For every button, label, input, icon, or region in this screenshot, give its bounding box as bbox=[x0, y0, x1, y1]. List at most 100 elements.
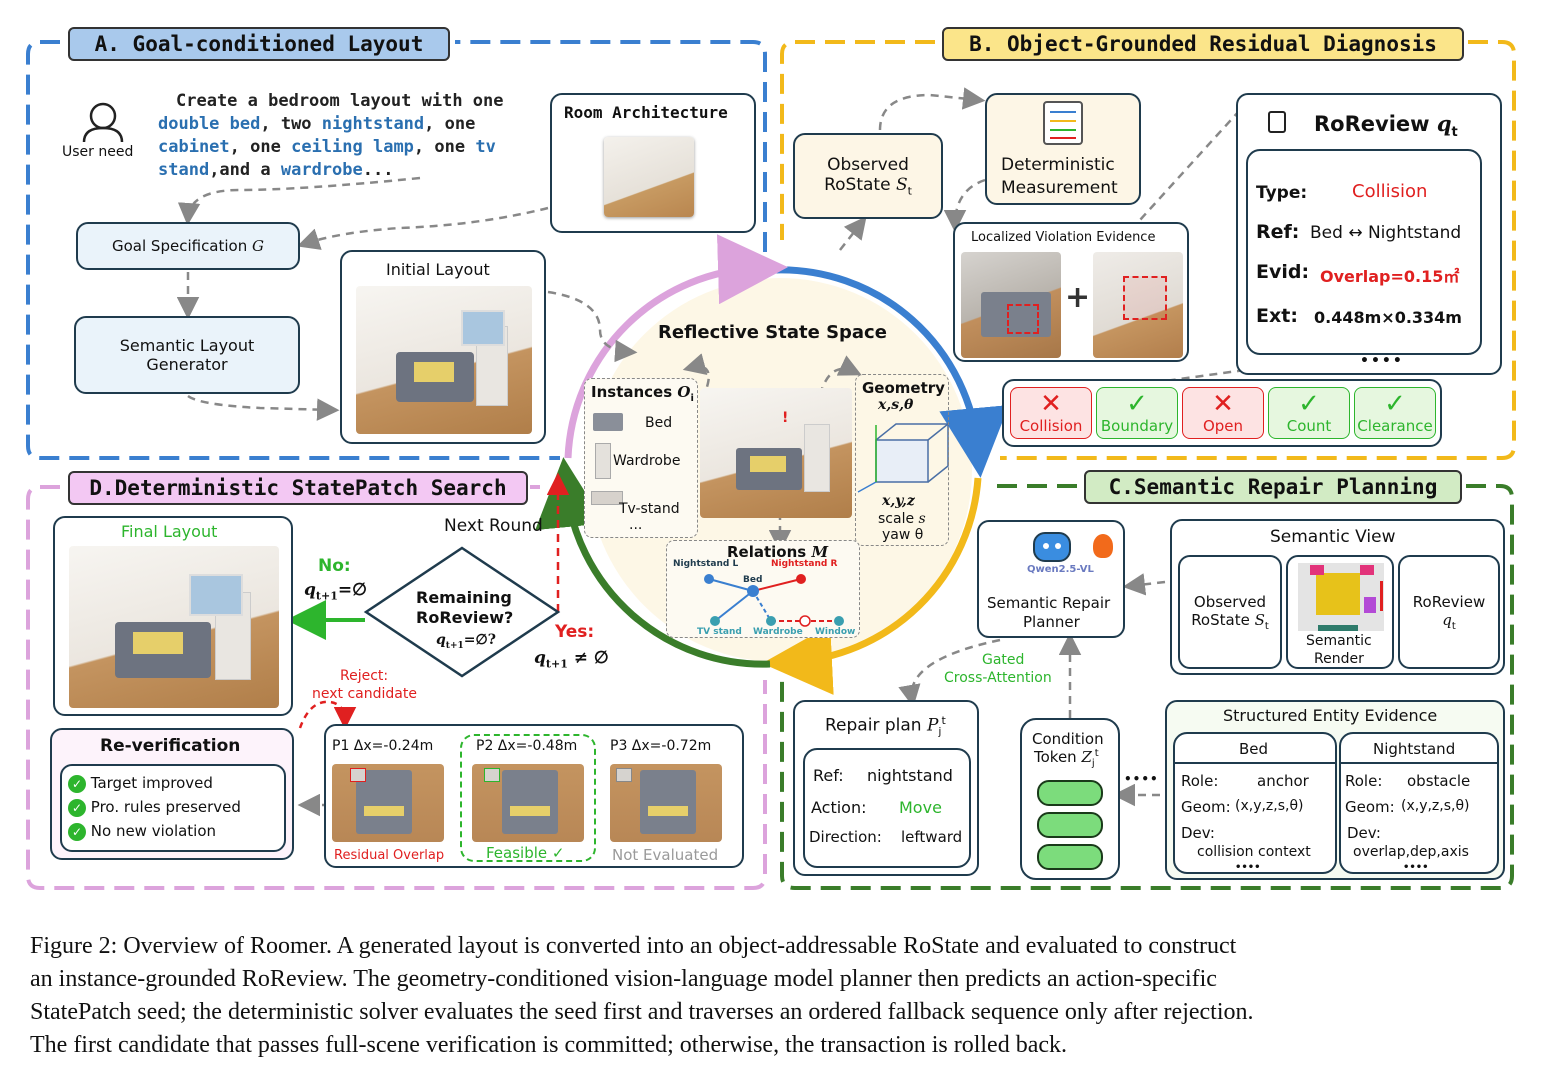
caption-line-1: Figure 2: Overview of Roomer. A generate… bbox=[30, 933, 1237, 959]
sv-observed-line-1: Observed bbox=[1193, 592, 1267, 611]
reverify-check-2: ✓ Pro. rules preserved bbox=[68, 798, 241, 817]
rel-nightstand-r: Nightstand R bbox=[771, 559, 838, 569]
fire-icon bbox=[1093, 534, 1113, 558]
prompt-keyword: double bed bbox=[158, 114, 261, 134]
entity-nightstand-name: Nightstand bbox=[1373, 740, 1456, 758]
remaining-line-2: RoReview? bbox=[416, 608, 514, 627]
check-open-mark: ✕ bbox=[1212, 389, 1234, 419]
no-label: No: bbox=[318, 556, 351, 576]
geometry-scale-text: scale bbox=[878, 511, 915, 527]
prompt-keyword: cabinet bbox=[158, 137, 230, 157]
yes-formula-q: q bbox=[534, 648, 546, 668]
instance-more: ... bbox=[629, 517, 643, 533]
gated-line-1: Gated bbox=[982, 652, 1025, 668]
sv-roreview-symbol-line: qt bbox=[1442, 611, 1456, 632]
prompt-keyword: wardrobe bbox=[280, 160, 363, 180]
instance-bed: Bed bbox=[645, 415, 673, 431]
reverify-check-1: ✓ Target improved bbox=[68, 774, 213, 793]
geometry-xyz: x,y,z bbox=[882, 493, 915, 509]
initial-layout-render bbox=[356, 286, 532, 434]
condition-line-2: Token Zjt bbox=[1034, 748, 1099, 769]
entity-evidence-title: Structured Entity Evidence bbox=[1223, 706, 1438, 725]
final-layout-render bbox=[69, 546, 279, 708]
robot-icon bbox=[1033, 532, 1071, 562]
sv-observed-label: RoState bbox=[1191, 610, 1250, 629]
geometry-vars: x,s,θ bbox=[878, 397, 914, 413]
check-count-label: Count bbox=[1286, 417, 1332, 435]
check-count-mark: ✓ bbox=[1298, 389, 1320, 419]
rel-nightstand-l: Nightstand L bbox=[673, 559, 739, 569]
observed-symbol: S bbox=[895, 174, 908, 195]
entity-bed-dev-label: Dev: bbox=[1181, 824, 1215, 842]
figure-caption: Figure 2: Overview of Roomer. A generate… bbox=[30, 930, 1520, 1062]
geometry-label: Geometry bbox=[862, 379, 945, 397]
geometry-scale-symbol: s bbox=[918, 511, 926, 527]
repair-plan-box: Repair plan Pjt Ref: nightstand Action: … bbox=[793, 700, 979, 876]
state-space-title: Reflective State Space bbox=[658, 322, 887, 343]
entity-bed-card: Bed Role: anchor Geom: (x,y,z,s,θ) Dev: … bbox=[1173, 732, 1337, 874]
instances-label-text: Instances bbox=[591, 383, 673, 401]
remaining-formula-q: q bbox=[436, 632, 446, 648]
remaining-formula-sub: t+1 bbox=[445, 640, 464, 651]
reverification-title: Re-verification bbox=[100, 736, 241, 756]
relations-box: Relations M Nightstand L Bed Nightstand … bbox=[666, 540, 860, 638]
observed-line-1: Observed bbox=[827, 154, 909, 175]
no-formula-sub: t+1 bbox=[315, 589, 338, 603]
check-boundary: ✓Boundary bbox=[1096, 387, 1178, 439]
remaining-formula: qt+1=∅? bbox=[436, 632, 496, 651]
remaining-line-1: Remaining bbox=[416, 588, 512, 607]
violation-evidence-box: Localized Violation Evidence + bbox=[953, 222, 1189, 362]
entity-nightstand-dev: overlap,dep,axis bbox=[1353, 844, 1469, 860]
repair-ref-label: Ref: bbox=[813, 766, 844, 785]
prompt-keyword: nightstand bbox=[321, 114, 425, 134]
check-collision: ✕Collision bbox=[1010, 387, 1092, 439]
sv-render-box: Semantic Render bbox=[1286, 555, 1394, 669]
generator-line-2: Generator bbox=[146, 355, 228, 374]
check-clearance: ✓Clearance bbox=[1354, 387, 1436, 439]
prompt-text: , one bbox=[229, 137, 281, 157]
caption-line-2: an instance-grounded RoReview. The geome… bbox=[30, 966, 1217, 992]
room-architecture-card: Room Architecture bbox=[550, 93, 756, 233]
entity-bed-role-label: Role: bbox=[1181, 772, 1219, 790]
relations-label-text: Relations bbox=[727, 543, 807, 561]
repair-plan-title-text: Repair plan bbox=[825, 715, 922, 736]
entity-nightstand-dev-label: Dev: bbox=[1347, 824, 1381, 842]
reverification-checks: ✓ Target improved ✓ Pro. rules preserved… bbox=[60, 764, 286, 852]
prompt-keyword: tv bbox=[475, 137, 496, 157]
check-collision-mark: ✕ bbox=[1040, 389, 1062, 419]
ref-label: Ref: bbox=[1256, 221, 1300, 243]
final-layout-card: Final Layout bbox=[53, 516, 293, 716]
repair-plan-sub: j bbox=[938, 725, 942, 739]
no-formula-tail: =∅ bbox=[337, 580, 367, 600]
planner-line-2: Planner bbox=[1023, 613, 1080, 631]
instance-tvstand: Tv-stand bbox=[619, 501, 680, 517]
type-label: Type: bbox=[1256, 183, 1308, 203]
condition-token bbox=[1037, 780, 1103, 806]
candidate-p3-image bbox=[610, 764, 722, 842]
goal-spec-symbol: G bbox=[252, 237, 264, 255]
geometry-cube bbox=[857, 423, 951, 493]
entity-nightstand-geom-label: Geom: bbox=[1345, 798, 1395, 816]
evidence-plus: + bbox=[1065, 280, 1091, 315]
semantic-repair-planner-box: Qwen2.5-VL Semantic Repair Planner bbox=[977, 520, 1125, 638]
geometry-box: Geometry x,s,θ x,y,z scale s yaw θ bbox=[855, 374, 949, 546]
caption-line-3: StatePatch seed; the deterministic solve… bbox=[30, 999, 1254, 1025]
goal-specification-box: Goal Specification G bbox=[76, 222, 300, 270]
prompt-line-3: cabinet, one ceiling lamp, one tv bbox=[158, 136, 538, 159]
cycle-arc-green bbox=[535, 457, 771, 668]
repair-direction-value: leftward bbox=[901, 828, 963, 846]
roreview-title-symbol: q bbox=[1436, 111, 1452, 136]
roreview-fields: Type: Collision Ref: Bed ↔ Nightstand Ev… bbox=[1246, 149, 1482, 355]
prompt-keyword: stand bbox=[158, 160, 210, 180]
evid-label: Evid: bbox=[1256, 261, 1310, 283]
rel-tvstand: TV stand bbox=[697, 627, 742, 637]
gated-line-2: Cross-Attention bbox=[944, 670, 1052, 686]
candidate-p3-status: Not Evaluated bbox=[612, 846, 719, 864]
candidate-p2-image bbox=[472, 764, 584, 842]
condition-line-1: Condition bbox=[1032, 730, 1104, 748]
condition-token bbox=[1037, 812, 1103, 838]
prompt-line-1: Create a bedroom layout with one bbox=[176, 91, 504, 111]
check-open: ✕Open bbox=[1182, 387, 1264, 439]
relations-label: Relations M bbox=[727, 543, 828, 561]
yes-formula: qt+1 ≠ ∅ bbox=[534, 648, 609, 670]
